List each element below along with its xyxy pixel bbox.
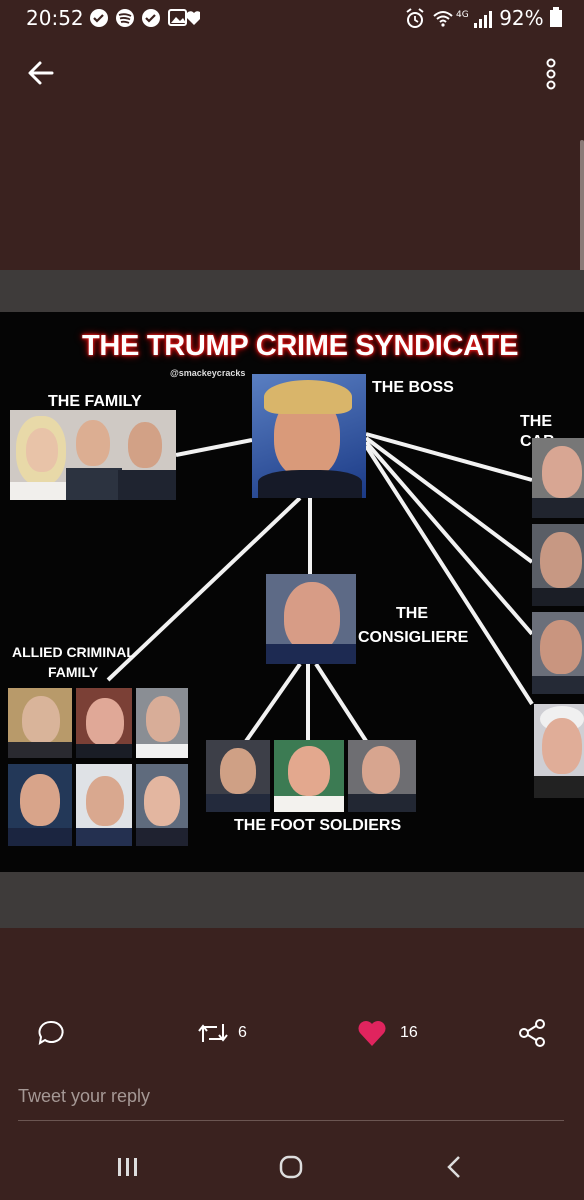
connector-lines [106,432,534,746]
photo-boss [252,374,366,498]
like-count: 16 [400,1024,418,1041]
image-letterbox-top [0,270,584,312]
reply-icon[interactable] [36,1018,66,1048]
photo-allied-4 [8,764,72,846]
recent-apps-icon[interactable] [116,1156,140,1178]
scroll-indicator [580,140,584,290]
photo-allied-1 [8,688,72,758]
photo-soldier-3 [348,740,416,812]
label-consigliere-line1: THE [396,605,428,622]
battery-icon [550,7,562,27]
photo-soldier-2 [274,740,344,812]
battery-level: 92% [499,6,562,30]
navigation-bar [0,1140,584,1200]
status-system-icons: 4G [406,8,492,28]
heart-icon[interactable] [356,1018,388,1048]
label-foot-soldiers: THE FOOT SOLDIERS [234,817,402,834]
photo-cabinet-1 [532,438,584,518]
photo-consigliere [266,574,356,664]
signal-type: 4G [456,10,469,20]
arrow-left-icon[interactable] [26,58,56,88]
status-bar: 20:52 4G 92% [0,0,584,34]
label-allied-line2: FAMILY [48,664,99,680]
image-letterbox-bottom [0,872,584,928]
watermark: @smackeycracks [170,368,246,378]
image-title: THE TRUMP CRIME SYNDICATE [82,330,519,362]
photo-allied-3 [136,688,188,758]
reply-placeholder: Tweet your reply [18,1086,151,1106]
home-icon[interactable] [278,1154,304,1180]
app-bar [0,44,584,104]
label-the-boss: THE BOSS [372,379,454,396]
retweet-icon[interactable] [196,1020,230,1046]
status-time: 20:52 [26,6,84,30]
battery-percent: 92% [499,6,544,30]
tweet-image[interactable]: THE TRUMP CRIME SYNDICATE @smackeycracks… [0,312,584,872]
label-consigliere-line2: CONSIGLIERE [358,629,469,646]
photo-allied-6 [136,764,188,846]
reply-input[interactable]: Tweet your reply [18,1086,564,1121]
photo-allied-2 [76,688,132,758]
tweet-actions: 6 16 [0,1008,584,1058]
retweet-count: 6 [238,1024,247,1041]
label-the-family: THE FAMILY [48,393,142,410]
photo-cabinet-2 [532,524,584,606]
nav-back-icon[interactable] [444,1154,464,1180]
vertical-dots-icon[interactable] [544,58,558,92]
photo-allied-5 [76,764,132,846]
photo-soldier-1 [206,740,270,812]
share-icon[interactable] [518,1018,548,1048]
photo-cabinet-3 [532,612,584,694]
label-allied-line1: ALLIED CRIMINAL [12,644,135,660]
photo-family [10,410,176,500]
photo-cabinet-4 [534,704,584,798]
notification-icons [90,9,200,27]
